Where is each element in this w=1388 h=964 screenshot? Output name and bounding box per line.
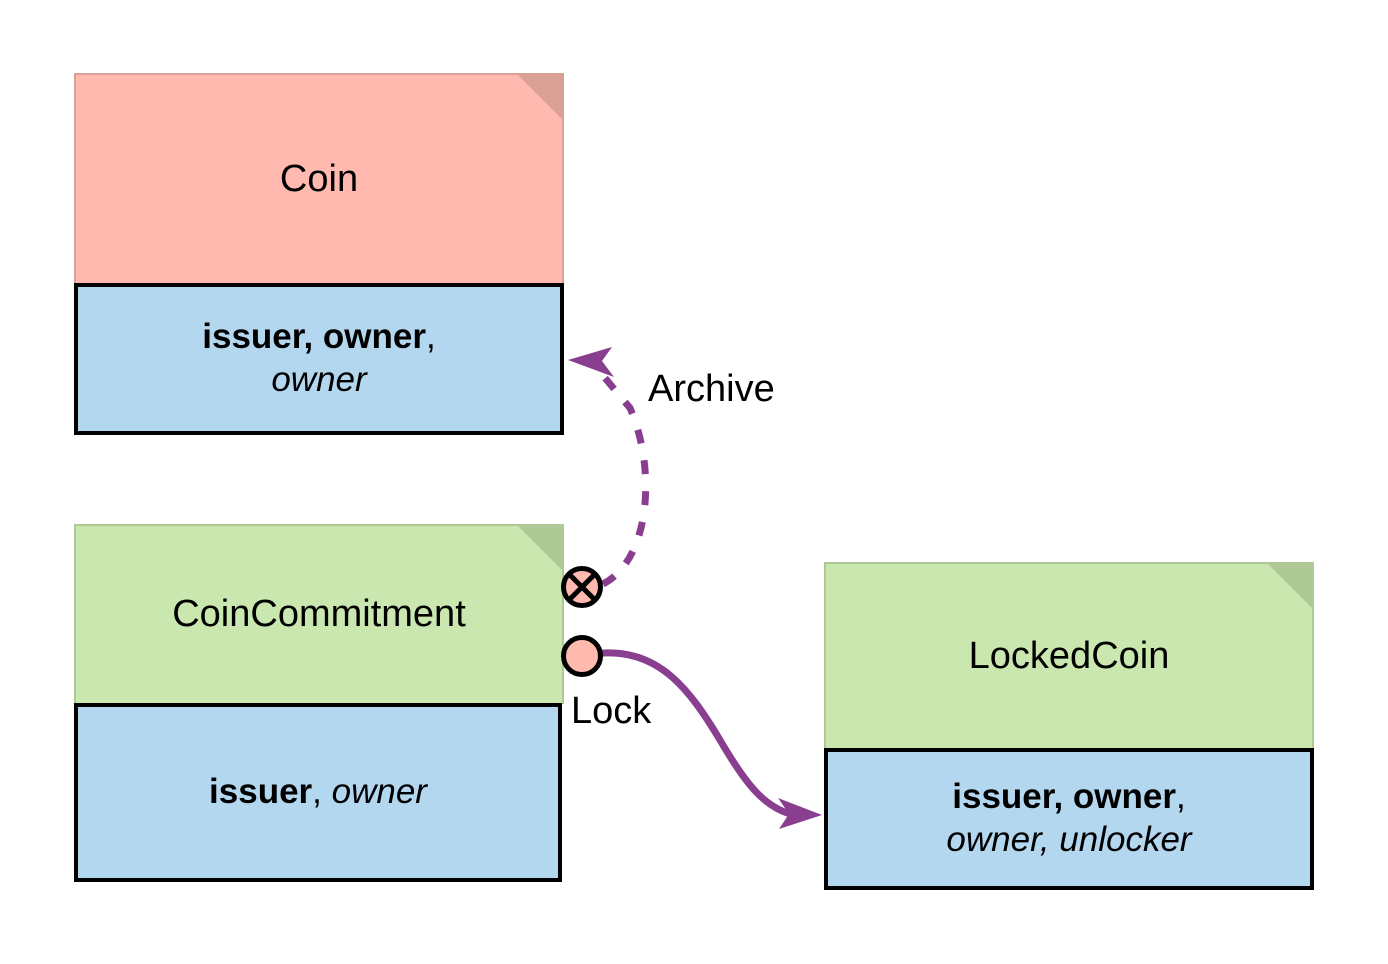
folded-corner-icon (518, 526, 562, 570)
node-coin-header: Coin (74, 73, 564, 285)
x-glyph-icon (566, 571, 598, 603)
node-coin[interactable]: Coin issuer, owner, owner (74, 73, 564, 435)
archive-edge-label: Archive (648, 368, 775, 410)
coin-attr-italic: owner (271, 360, 367, 399)
node-lockedcoin-title: LockedCoin (968, 635, 1170, 678)
node-lockedcoin-body: issuer, owner, owner, unlocker (824, 748, 1314, 890)
node-coin-title: Coin (279, 158, 359, 201)
folded-corner-icon (1268, 564, 1312, 608)
archive-port-circle-x-icon[interactable] (561, 566, 603, 608)
node-coincommitment-title: CoinCommitment (172, 593, 466, 636)
node-coincommitment-header: CoinCommitment (74, 524, 564, 704)
lockedcoin-attr-bold: issuer, owner (952, 777, 1176, 817)
node-lockedcoin[interactable]: LockedCoin issuer, owner, owner, unlocke… (824, 562, 1314, 890)
coincommitment-attr-italic: owner (331, 772, 427, 812)
node-coincommitment-body: issuer, owner (74, 703, 562, 882)
node-lockedcoin-attributes: issuer, owner, owner, unlocker (946, 776, 1191, 861)
coincommitment-attr-comma: , (312, 772, 332, 812)
node-coin-attributes: issuer, owner, owner (202, 316, 435, 401)
lock-edge-label: Lock (571, 690, 652, 732)
node-coincommitment[interactable]: CoinCommitment issuer, owner (74, 524, 564, 882)
coin-attr-comma: , (425, 317, 436, 357)
coincommitment-attr-bold: issuer (209, 772, 313, 812)
node-coincommitment-attributes: issuer, owner (209, 771, 427, 814)
lockedcoin-attr-comma: , (1175, 777, 1186, 817)
folded-corner-icon (518, 75, 562, 119)
lockedcoin-attr-italic: owner, unlocker (946, 820, 1192, 859)
lock-edge-path (599, 649, 822, 829)
coin-attr-bold: issuer, owner (202, 317, 426, 357)
node-coin-body: issuer, owner, owner (74, 283, 564, 435)
lock-port-circle-icon[interactable] (561, 635, 603, 677)
archive-edge-path (568, 347, 650, 588)
node-lockedcoin-header: LockedCoin (824, 562, 1314, 750)
